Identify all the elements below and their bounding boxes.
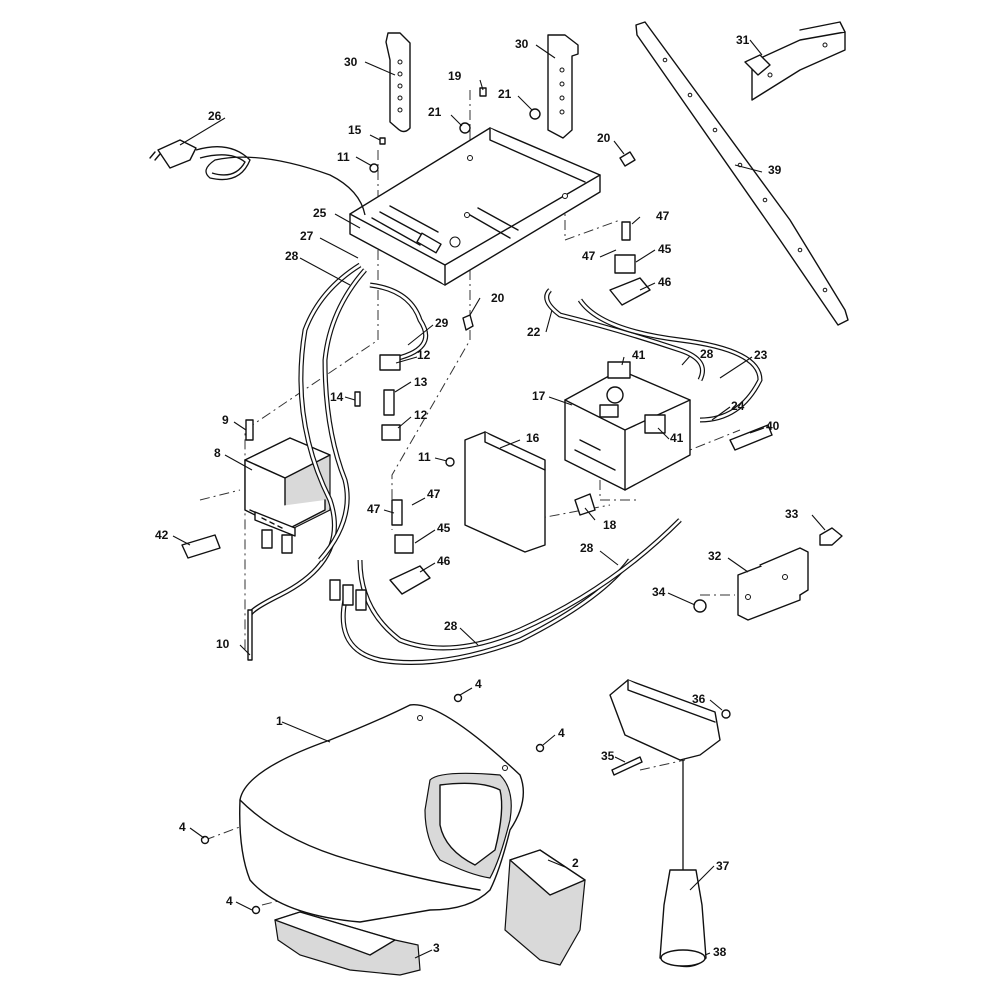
control-board	[564, 369, 691, 491]
callout-47: 47	[367, 502, 381, 516]
callout-45: 45	[437, 521, 451, 535]
emergency-release	[609, 679, 721, 968]
callout-11: 11	[337, 150, 350, 164]
callout-26: 26	[208, 109, 222, 123]
wiring-harness	[247, 262, 763, 665]
angle-bracket-top	[744, 21, 846, 101]
callout-4: 4	[558, 726, 565, 740]
callout-labels: 30 30 31 19 21 21 26 15 20 11 39 25 47 2…	[155, 33, 799, 959]
callout-12: 12	[417, 348, 431, 362]
callout-36: 36	[692, 692, 706, 706]
callout-29: 29	[435, 316, 449, 330]
callout-14: 14	[330, 390, 344, 404]
callout-30: 30	[515, 37, 529, 51]
callout-2: 2	[572, 856, 579, 870]
callout-30: 30	[344, 55, 358, 69]
callout-11: 11	[418, 450, 431, 464]
callout-24: 24	[731, 399, 745, 413]
callout-35: 35	[601, 749, 615, 763]
callout-4: 4	[226, 894, 233, 908]
callout-17: 17	[532, 389, 546, 403]
callout-20: 20	[597, 131, 611, 145]
callout-40: 40	[766, 419, 780, 433]
board-cover	[464, 431, 546, 553]
callout-28: 28	[285, 249, 299, 263]
callout-20: 20	[491, 291, 505, 305]
chassis-plate	[349, 127, 601, 286]
callout-46: 46	[658, 275, 672, 289]
leader-lines	[172, 39, 826, 959]
callout-28: 28	[580, 541, 594, 555]
callout-21: 21	[498, 87, 512, 101]
motor-unit	[244, 437, 331, 537]
callout-13: 13	[414, 375, 428, 389]
callout-47: 47	[427, 487, 441, 501]
callout-41: 41	[670, 431, 684, 445]
callout-12: 12	[414, 408, 428, 422]
callout-47: 47	[582, 249, 596, 263]
callout-28: 28	[700, 347, 714, 361]
callout-31: 31	[736, 33, 750, 47]
fasteners	[200, 87, 843, 915]
lamp-lens	[504, 849, 586, 966]
callout-25: 25	[313, 206, 327, 220]
callout-1: 1	[276, 714, 283, 728]
callout-42: 42	[155, 528, 169, 542]
switch-parts	[181, 221, 773, 611]
callout-41: 41	[632, 348, 646, 362]
callout-37: 37	[716, 859, 730, 873]
hanging-bracket-right	[547, 34, 579, 139]
hanging-bracket-left	[385, 32, 411, 133]
angle-bracket-rail	[737, 547, 809, 621]
callout-39: 39	[768, 163, 782, 177]
callout-4: 4	[179, 820, 186, 834]
bottom-cover	[274, 911, 421, 976]
rail-strap	[635, 21, 849, 326]
callout-19: 19	[448, 69, 462, 83]
callout-34: 34	[652, 585, 666, 599]
callout-10: 10	[216, 637, 230, 651]
callout-15: 15	[348, 123, 362, 137]
callout-18: 18	[603, 518, 617, 532]
power-cord	[149, 139, 366, 216]
callout-22: 22	[527, 325, 541, 339]
callout-16: 16	[526, 431, 540, 445]
callout-23: 23	[754, 348, 768, 362]
callout-46: 46	[437, 554, 451, 568]
callout-8: 8	[214, 446, 221, 460]
callout-27: 27	[300, 229, 314, 243]
callout-38: 38	[713, 945, 727, 959]
callout-32: 32	[708, 549, 722, 563]
callout-45: 45	[658, 242, 672, 256]
callout-21: 21	[428, 105, 442, 119]
callout-33: 33	[785, 507, 799, 521]
callout-4: 4	[475, 677, 482, 691]
callout-47: 47	[656, 209, 670, 223]
callout-28: 28	[444, 619, 458, 633]
housing-cover	[239, 704, 524, 923]
callout-9: 9	[222, 413, 229, 427]
callout-3: 3	[433, 941, 440, 955]
